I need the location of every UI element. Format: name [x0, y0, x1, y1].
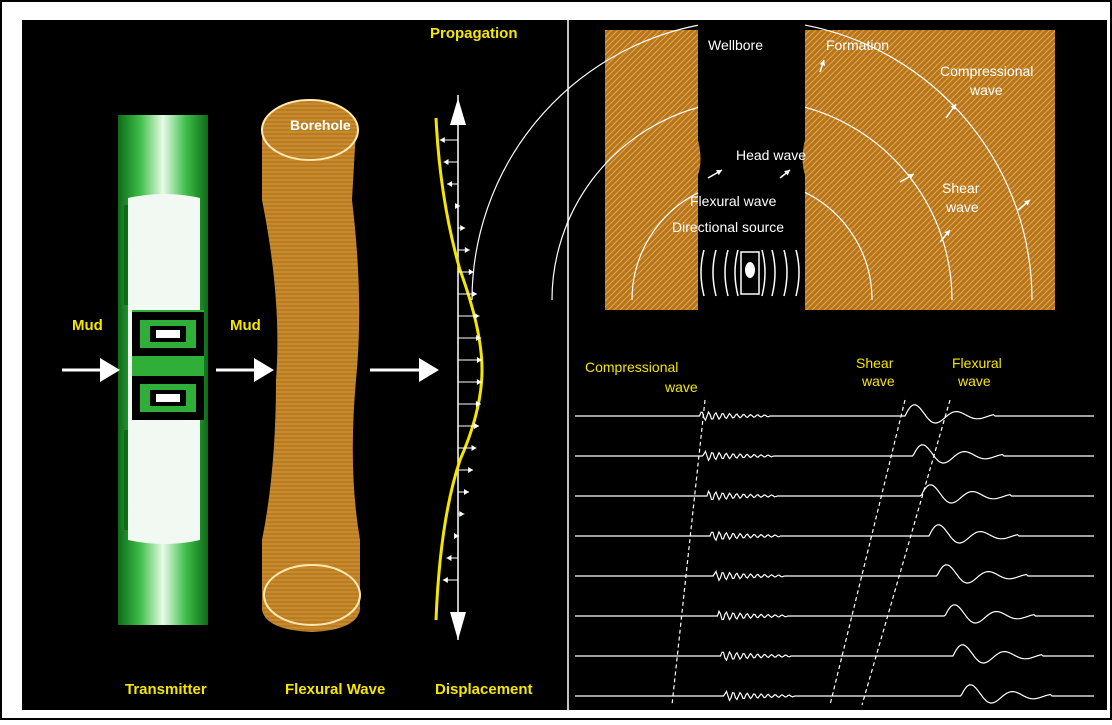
shear-label-line1: Shear	[942, 180, 980, 196]
wf-compressional-label-line2: wave	[664, 379, 698, 395]
transmitter-tool	[118, 115, 208, 625]
mud-label-left: Mud	[72, 317, 103, 334]
wf-flexural-label-line2: wave	[957, 373, 991, 389]
compressional-label-line1: Compressional	[940, 63, 1033, 79]
mud-label-middle: Mud	[230, 317, 261, 334]
wf-compressional-label-line1: Compressional	[585, 359, 678, 375]
head-wave-label: Head wave	[736, 147, 806, 163]
shear-label-line2: wave	[945, 199, 979, 215]
propagation-label: Propagation	[430, 25, 518, 42]
transducer-upper-icon	[132, 312, 204, 356]
flexural-wave-label: Flexural Wave	[285, 681, 385, 698]
directional-source-label: Directional source	[672, 219, 784, 235]
wf-shear-label-line2: wave	[861, 373, 895, 389]
formation-label: Formation	[826, 37, 889, 53]
compressional-label-line2: wave	[969, 82, 1003, 98]
wf-shear-label-line1: Shear	[856, 355, 894, 371]
transmitter-label: Transmitter	[125, 681, 207, 698]
transducer-lower-icon	[132, 376, 204, 420]
source-dot-icon	[745, 262, 755, 278]
wf-flexural-label-line1: Flexural	[952, 355, 1002, 371]
displacement-label: Displacement	[435, 681, 533, 698]
flexural-wave-diagram-label: Flexural wave	[690, 193, 777, 209]
wellbore-label: Wellbore	[708, 37, 763, 53]
borehole-label: Borehole	[290, 117, 351, 133]
